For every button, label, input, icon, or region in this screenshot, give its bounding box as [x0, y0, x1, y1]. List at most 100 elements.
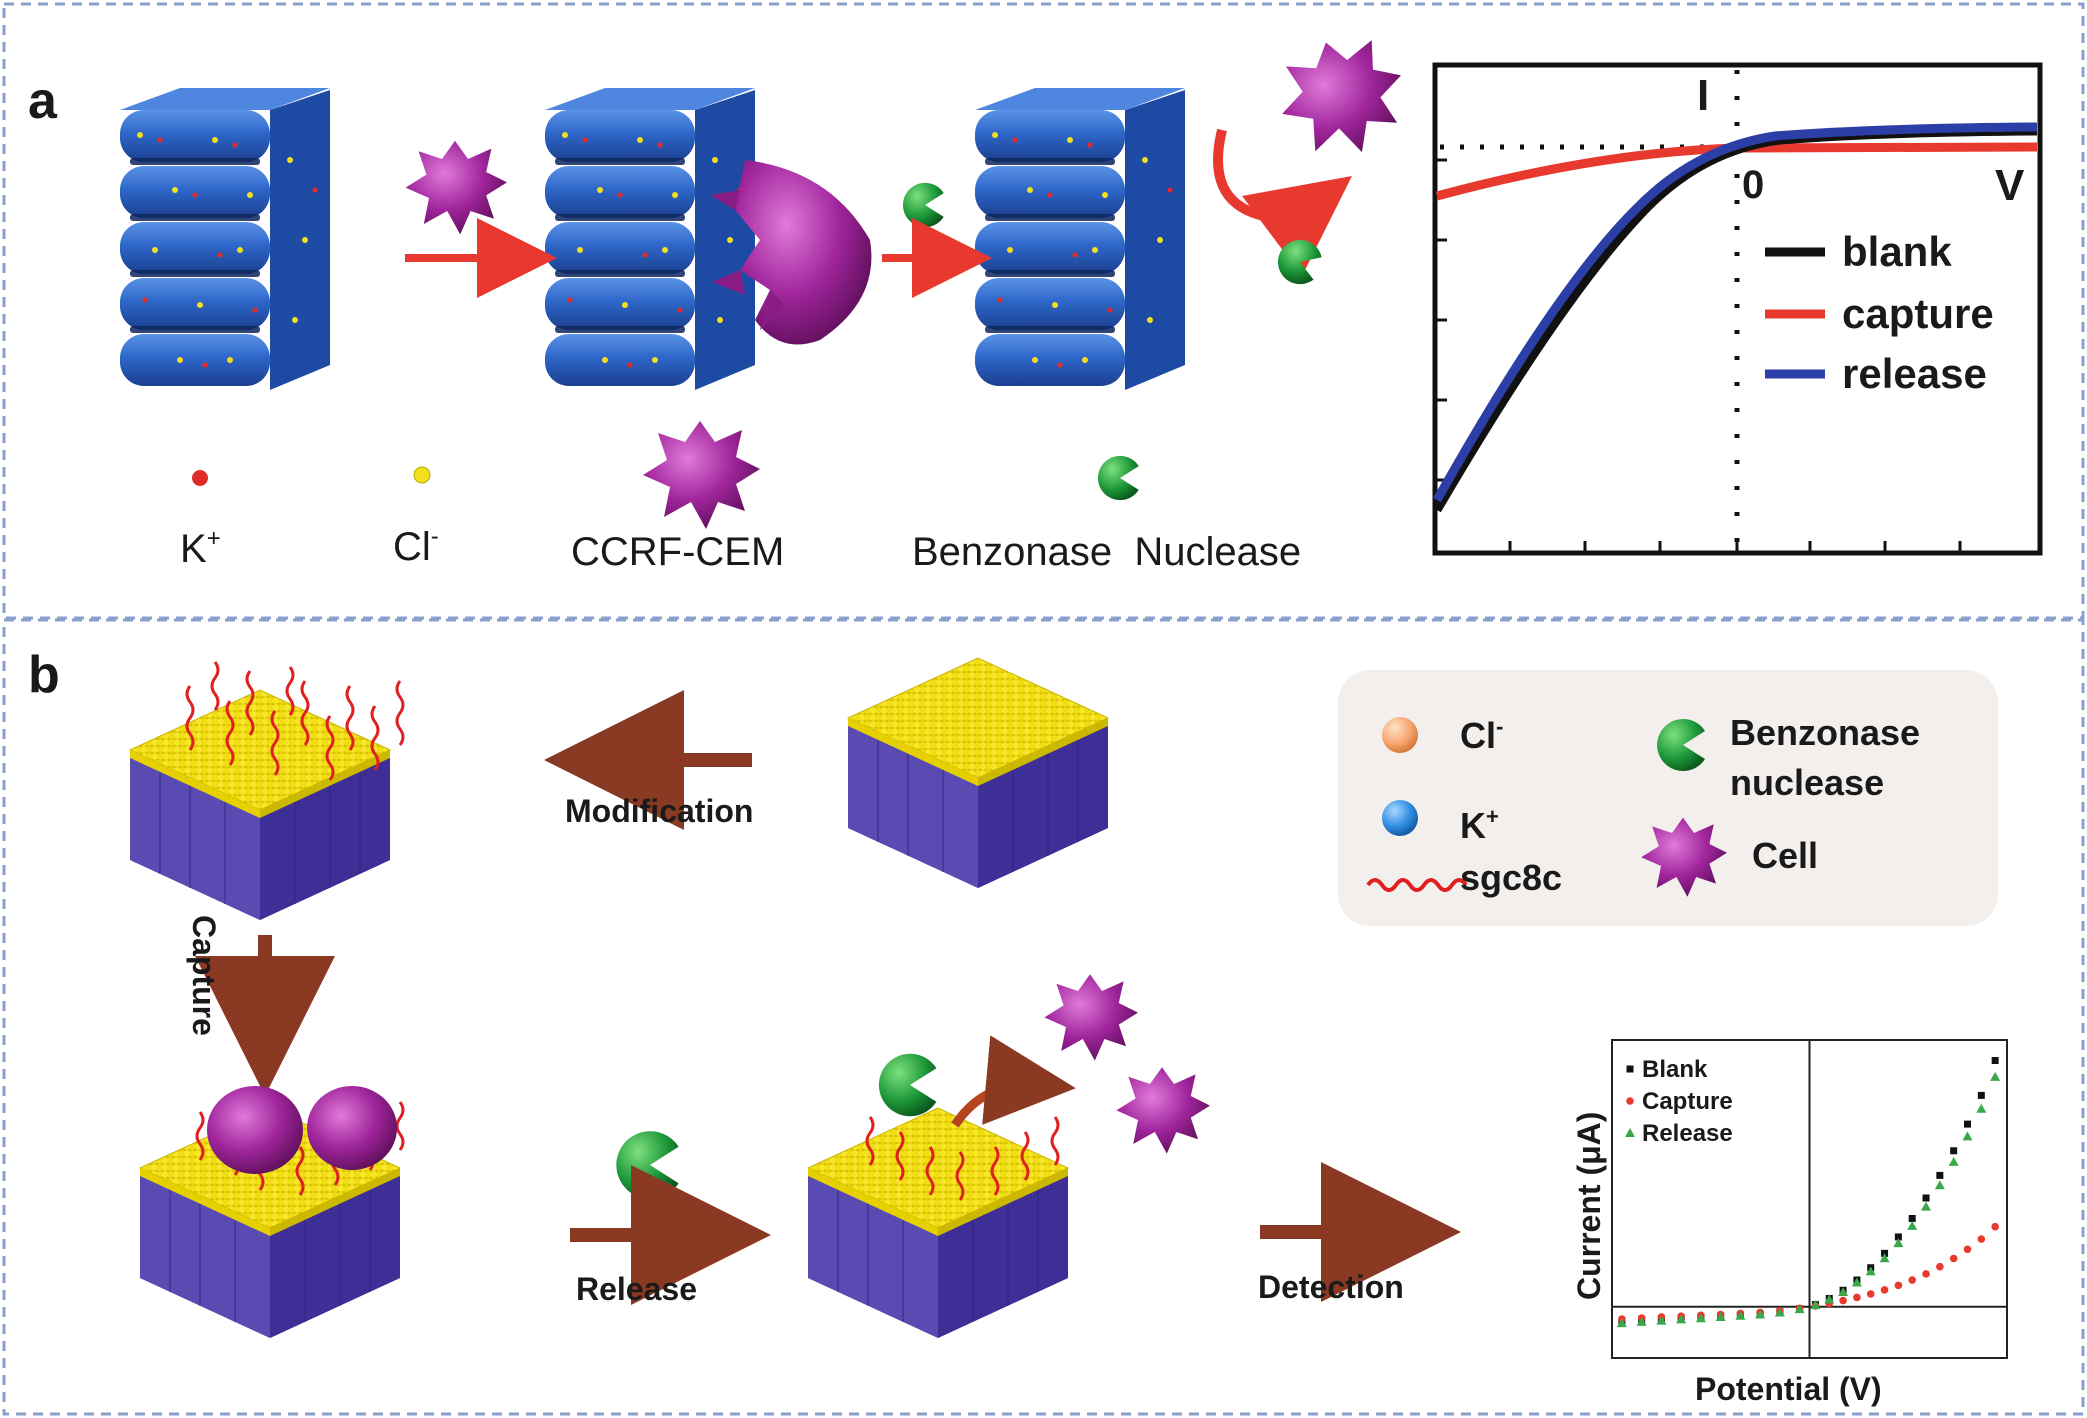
data-point-capture: [1991, 1222, 1999, 1231]
data-point-blank: [1964, 1120, 1971, 1128]
benzonase-enzyme-icon: [616, 1131, 679, 1199]
data-point-release: [1794, 1304, 1805, 1314]
data-point-release: [1636, 1316, 1647, 1326]
nanochannel-block-icon: [545, 88, 755, 390]
release-curved-arrow: [1213, 128, 1353, 276]
data-point-release: [1695, 1313, 1706, 1323]
legend-label-release: release: [1842, 350, 1987, 397]
enzyme-label: Benzonase Nuclease: [912, 530, 1301, 574]
data-point-release: [1838, 1286, 1849, 1296]
data-point-release: [1774, 1307, 1785, 1317]
step-detection-label: Detection: [1258, 1269, 1404, 1305]
data-point-capture: [1839, 1296, 1847, 1305]
data-point-capture: [1880, 1286, 1889, 1294]
data-point-release: [1851, 1277, 1862, 1287]
nanochannel-block-icon: [120, 88, 330, 390]
data-point-blank: [1922, 1194, 1930, 1202]
chart-y-label: Current (μA): [1571, 1112, 1607, 1300]
cancer-cell-icon: [405, 140, 507, 235]
data-point-capture: [1866, 1290, 1875, 1298]
data-point-capture: [1977, 1235, 1986, 1243]
benzonase-enzyme-icon: [1097, 455, 1139, 501]
benzonase-enzyme-icon: [1271, 233, 1326, 290]
data-point-release: [1934, 1180, 1945, 1190]
legend-label-capture: Capture: [1642, 1088, 1733, 1115]
data-point-release: [1755, 1309, 1766, 1319]
data-point-blank: [1894, 1233, 1902, 1241]
legend-label-blank: blank: [1842, 228, 1952, 275]
data-point-blank: [1977, 1091, 1985, 1099]
legend-sgc8c-label: sgc8c: [1460, 857, 1562, 898]
series-release: [1616, 1071, 2001, 1328]
cell-line-label: CCRF-CEM: [571, 530, 784, 574]
release-curved-arrow: [951, 1035, 1076, 1128]
legend-label-blank: Blank: [1642, 1056, 1708, 1083]
data-point-release: [1879, 1253, 1890, 1263]
data-point-release: [1948, 1156, 1959, 1166]
data-point-capture: [1936, 1262, 1944, 1271]
legend-cell-label: Cell: [1752, 835, 1818, 876]
panel-b-label: b: [28, 646, 60, 704]
panel-a-frame: [2, 2, 2085, 620]
data-point-release: [1616, 1318, 1627, 1328]
legend-label-capture: capture: [1842, 290, 1994, 337]
iv-curve-release: [1433, 122, 2038, 503]
data-point-capture: [1963, 1245, 1972, 1254]
step-capture-label: Capture: [186, 915, 222, 1036]
legend-cl-label: Cl-: [1460, 714, 1503, 756]
data-point-release: [1921, 1201, 1932, 1211]
cancer-cell-icon: [710, 160, 872, 345]
cl-ion-label: Cl-: [393, 523, 439, 569]
chart-x-label: Potential (V): [1695, 1371, 1882, 1407]
legend-marker-capture: [1626, 1097, 1634, 1105]
cancer-cell-icon: [1044, 974, 1138, 1061]
legend-k-label: K+: [1460, 804, 1499, 846]
data-point-release: [1976, 1103, 1987, 1113]
cancer-cell-icon: [1267, 25, 1418, 170]
data-point-blank: [1950, 1147, 1958, 1155]
dna-aptamer-icon: [185, 661, 405, 781]
chart-marks: [1616, 1057, 2001, 1328]
data-point-capture: [1894, 1281, 1903, 1290]
cancer-cell-icon: [1116, 1067, 1210, 1154]
cancer-cell-icon: [207, 1086, 397, 1174]
iv-curve-plot: I V 0 blank capture release: [1432, 62, 2043, 556]
legend-box: Cl- K+ sgc8c Benzonase nuclease Cell: [1338, 670, 1998, 926]
data-point-release: [1656, 1315, 1667, 1325]
chloride-ion-icon: [1382, 717, 1418, 753]
legend-benzonase-line1: Benzonase: [1730, 712, 1920, 753]
data-point-release: [1865, 1266, 1876, 1276]
cancer-cell-icon: [643, 421, 760, 529]
dna-aptamer-icon: [1366, 878, 1468, 892]
data-point-blank: [1908, 1214, 1916, 1222]
legend-background: [1338, 670, 1998, 926]
legend-benzonase-line2: nuclease: [1730, 762, 1884, 803]
iv-x-label: V: [1995, 161, 2025, 210]
dna-aptamer-icon: [865, 1116, 1060, 1201]
data-point-release: [1962, 1131, 1973, 1141]
legend-marker-blank: [1626, 1065, 1634, 1073]
data-point-blank: [1936, 1171, 1944, 1179]
gold-membrane-icon: [847, 657, 1109, 889]
benzonase-enzyme-icon: [902, 182, 944, 228]
chloride-ion-icon: [413, 466, 431, 484]
data-point-capture: [1922, 1270, 1930, 1278]
potassium-ion-icon: [1382, 800, 1418, 836]
data-point-release: [1907, 1220, 1918, 1230]
data-point-release: [1715, 1311, 1726, 1321]
nanochannel-block-icon: [975, 88, 1185, 390]
iv-y-label: I: [1697, 71, 1709, 120]
benzonase-enzyme-icon: [878, 1053, 937, 1117]
data-point-release: [1893, 1238, 1904, 1248]
data-point-capture: [1853, 1293, 1861, 1302]
panel-a-label: a: [28, 72, 58, 130]
step-modification-label: Modification: [565, 793, 753, 829]
data-point-release: [1990, 1071, 2001, 1081]
data-point-release: [1810, 1300, 1821, 1310]
data-point-capture: [1908, 1276, 1916, 1284]
data-point-release: [1735, 1310, 1746, 1320]
